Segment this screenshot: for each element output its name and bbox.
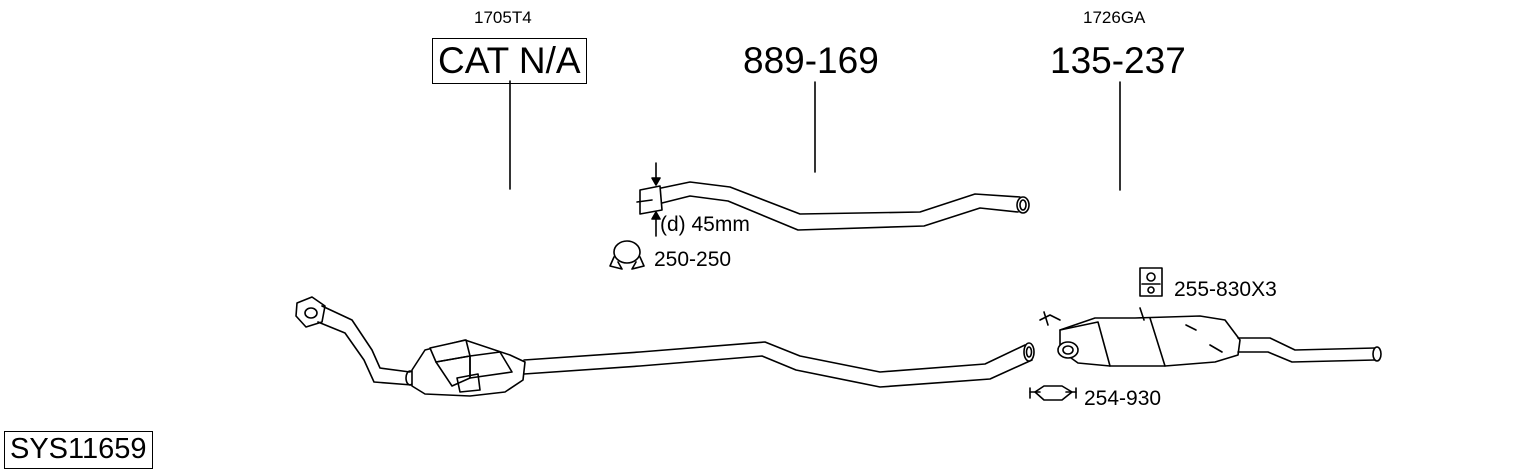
flange-clamp-icon[interactable] (1029, 385, 1077, 401)
clamp-part-number[interactable]: 250-250 (654, 248, 732, 271)
catalyst-part-label[interactable]: CAT N/A (432, 38, 587, 84)
flange-clamp-part-number[interactable]: 254-930 (1084, 387, 1162, 410)
center-pipe-part-number[interactable]: 889-169 (743, 40, 879, 81)
clamp-icon[interactable] (609, 240, 645, 270)
system-code-label: SYS11659 (4, 431, 153, 469)
pipe-diameter-label: (d) 45mm (660, 213, 750, 236)
catalyst-oem-code: 1705T4 (474, 8, 532, 27)
center-pipe-drawing[interactable] (636, 181, 1030, 231)
rubber-hanger-icon[interactable] (1139, 267, 1163, 297)
rear-silencer-drawing[interactable] (1039, 307, 1382, 367)
rubber-hanger-part-number[interactable]: 255-830X3 (1174, 278, 1277, 301)
diameter-arrows (651, 162, 661, 237)
catalyst-pipe-drawing[interactable] (295, 296, 1035, 397)
rear-silencer-oem-code: 1726GA (1083, 8, 1146, 27)
rear-silencer-part-number[interactable]: 135-237 (1050, 40, 1186, 81)
